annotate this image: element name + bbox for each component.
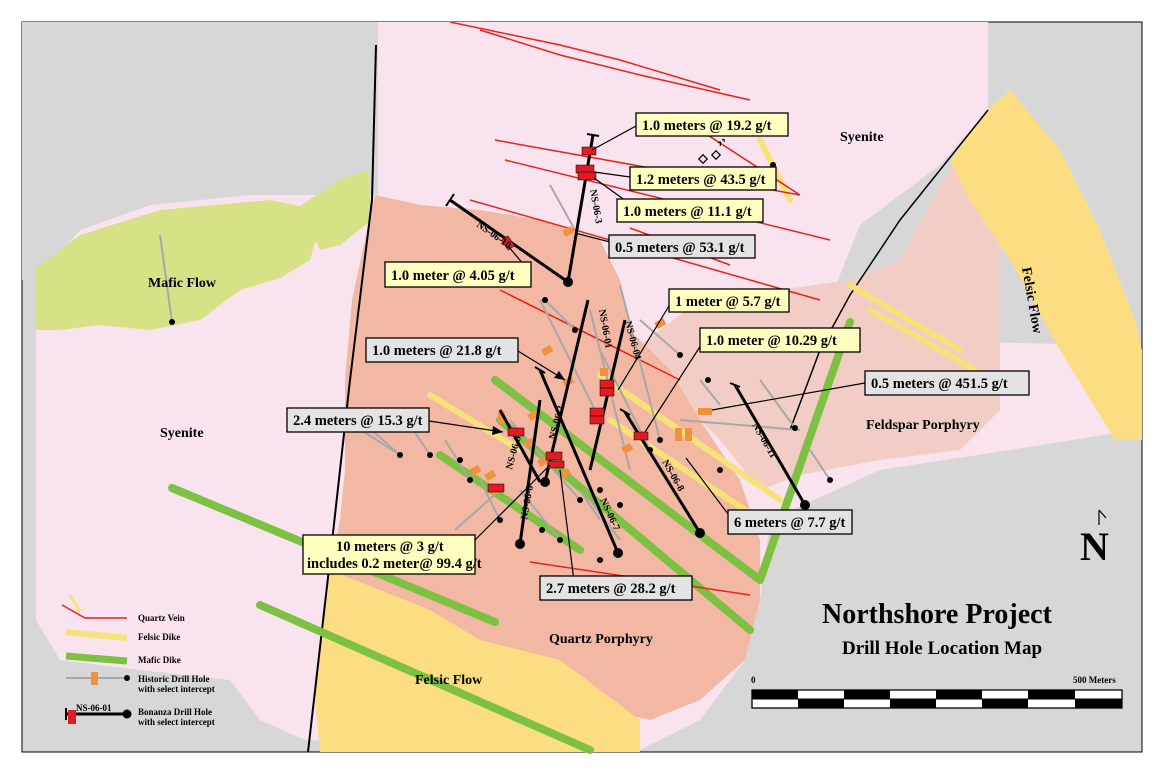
legend-item-mafic-dike: Mafic Dike — [65, 652, 181, 665]
legend-item-bonanza-hole: NS-06-01 Bonanza Drill Hole with select … — [65, 703, 215, 727]
callout-box — [302, 534, 476, 575]
legend-sample-hole-label: NS-06-01 — [76, 703, 112, 713]
felsic-flow-bottom — [315, 570, 640, 752]
callout-intercept-19-2: 1.0 meters @ 19.2 g/t — [642, 118, 772, 134]
callout-intercept-7-7: 6 meters @ 7.7 g/t — [734, 515, 845, 531]
legend-label-felsic-dike: Felsic Dike — [138, 632, 180, 642]
legend: Quartz Vein Felsic Dike Mafic Dike Histo… — [61, 594, 215, 727]
bonanza-hole-ticks — [445, 133, 741, 416]
callout-intercept-11-1: 1.0 meters @ 11.1 g/t — [623, 204, 752, 220]
north-arrow: N — [1080, 509, 1109, 569]
callout-intercept-451-5: 0.5 meters @ 451.5 g/t — [871, 376, 1008, 392]
fault-line-main — [307, 44, 377, 753]
callout-intercept-43-5: 1.2 meters @ 43.5 g/t — [636, 172, 766, 188]
unit-label-syenite-left: Syenite — [160, 426, 204, 441]
scale-bar-end: 500 Meters — [1073, 675, 1116, 685]
callout-intercept-21-8: 1.0 meters @ 21.8 g/t — [372, 343, 502, 359]
unit-label-quartz-porphyry: Quartz Porphyry — [549, 632, 653, 647]
callout-intercept-3-line1: 10 meters @ 3 g/t — [336, 539, 444, 555]
callout-box — [286, 407, 430, 433]
callout-box — [864, 370, 1030, 396]
callout-box — [699, 327, 861, 353]
callout-box — [629, 166, 777, 191]
legend-item-historic-hole: Historic Drill Hole with select intercep… — [66, 672, 215, 694]
bonanza-drill-holes — [449, 134, 807, 554]
fault-line-ne — [789, 109, 989, 431]
map-title: Northshore Project — [822, 599, 1053, 630]
unit-label-mafic-flow: Mafic Flow — [148, 276, 217, 291]
unit-label-syenite-top: Syenite — [840, 130, 884, 145]
leader-arrowheads — [492, 371, 565, 435]
legend-label-bonanza-hole: Bonanza Drill Hole — [138, 707, 212, 717]
unit-label-felsic-flow-bottom: Felsic Flow — [415, 673, 483, 688]
bonanza-collars — [515, 277, 810, 558]
outcrop-symbols — [697, 138, 725, 165]
callout-box — [365, 337, 519, 363]
callout-intercept-28-2: 2.7 meters @ 28.2 g/t — [546, 581, 676, 597]
callout-intercept-15-3: 2.4 meters @ 15.3 g/t — [293, 413, 423, 429]
callout-box — [539, 575, 693, 601]
unit-label-feldspar-porphyry: Feldspar Porphyry — [866, 418, 980, 433]
callout-intercept-53-1: 0.5 meters @ 53.1 g/t — [615, 240, 745, 256]
scale-bar-start: 0 — [751, 675, 756, 685]
north-arrow-letter: N — [1080, 524, 1109, 569]
mafic-flow-unit — [36, 200, 320, 330]
callout-box — [608, 234, 756, 259]
legend-label-mafic-dike: Mafic Dike — [138, 655, 181, 665]
historic-drill-holes — [159, 184, 831, 541]
legend-label-historic-hole: Historic Drill Hole — [138, 674, 209, 684]
bonanza-intercepts — [487, 146, 649, 493]
legend-item-quartz-vein: Quartz Vein — [61, 594, 185, 623]
feldspar-porphyry-unit — [640, 120, 1000, 490]
felsic-flow-right — [950, 90, 1142, 440]
callout-box — [727, 509, 853, 535]
callout-intercept-4-05: 1.0 meter @ 4.05 g/t — [391, 268, 515, 284]
callout-box — [635, 112, 789, 137]
syenite-left-top-grey — [22, 22, 378, 280]
historic-intercepts — [469, 225, 712, 496]
legend-label-bonanza-hole-2: with select intercept — [138, 717, 215, 727]
callout-intercept-3-line2: includes 0.2 meter@ 99.4 g/t — [307, 556, 482, 572]
legend-label-historic-hole-2: with select intercept — [138, 684, 215, 694]
intercept-callouts: 1.0 meters @ 19.2 g/t 1.2 meters @ 43.5 … — [286, 112, 1030, 601]
legend-label-quartz-vein: Quartz Vein — [138, 613, 185, 623]
callout-intercept-5-7: 1 meter @ 5.7 g/t — [675, 294, 781, 310]
mafic-flow-tongue — [300, 170, 372, 250]
callout-box — [384, 261, 532, 288]
callout-intercept-10-29: 1.0 meter @ 10.29 g/t — [706, 333, 837, 349]
callout-box — [616, 198, 764, 223]
callout-box — [668, 288, 790, 313]
map-subtitle: Drill Hole Location Map — [842, 638, 1042, 659]
legend-item-felsic-dike: Felsic Dike — [65, 629, 180, 642]
scale-bar: 0 500 Meters — [751, 675, 1123, 709]
